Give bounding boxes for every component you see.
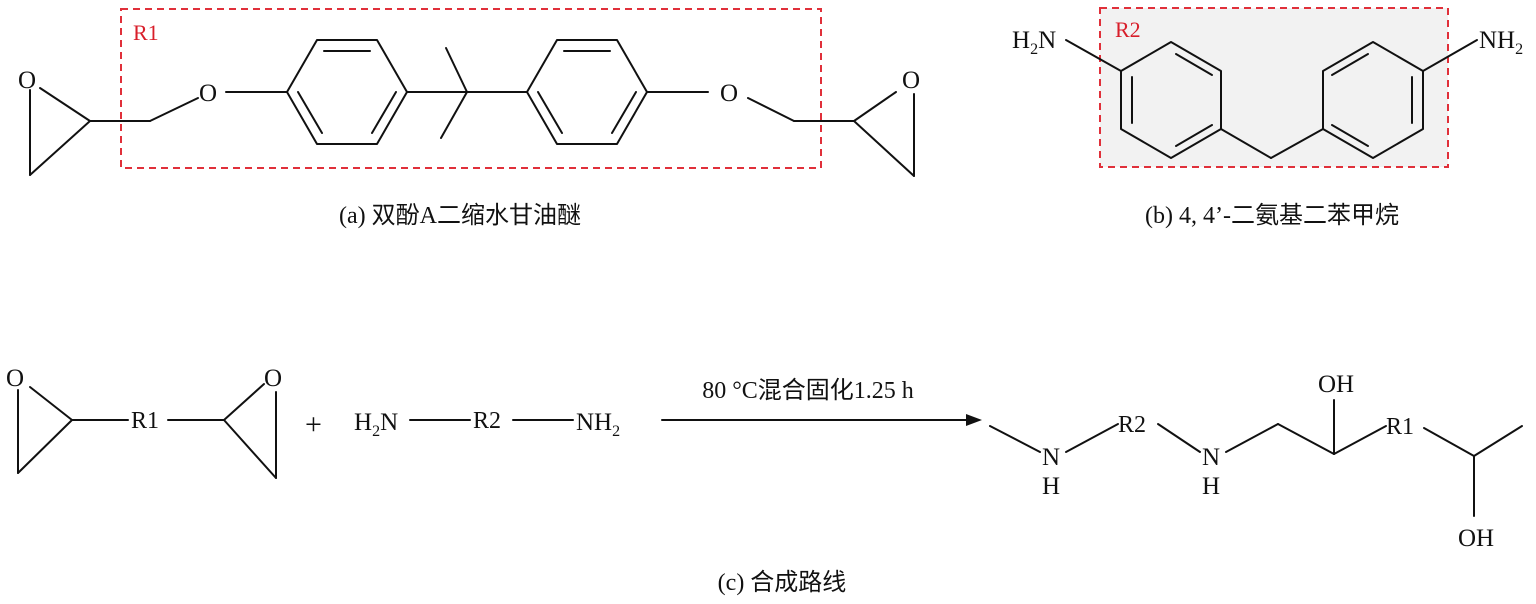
plus-sign: +	[305, 408, 322, 441]
reagent-r1-label: R1	[131, 408, 159, 434]
product-n1: N	[1042, 444, 1060, 471]
product-r2-label: R2	[1118, 412, 1146, 438]
reagent-o-left: O	[6, 365, 24, 392]
reagent-nh2-label: NH2	[576, 409, 620, 440]
amine-right-label: NH2	[1479, 27, 1523, 58]
product-r1-label: R1	[1386, 414, 1414, 440]
r2-region-label: R2	[1115, 17, 1141, 42]
atom-o-ring-left: O	[18, 67, 36, 94]
reaction-arrow: 80 °C混合固化1.25 h	[661, 377, 982, 426]
product-oh-top: OH	[1318, 371, 1354, 398]
reagent-diamine: H2N R2 NH2	[354, 408, 620, 440]
arrow-condition-text: 80 °C混合固化1.25 h	[702, 377, 914, 404]
r1-region-label: R1	[133, 20, 159, 45]
product-h1: H	[1042, 473, 1060, 500]
reagent-r2-label: R2	[473, 408, 501, 434]
product-h2: H	[1202, 473, 1220, 500]
product-oh-bottom: OH	[1458, 525, 1494, 552]
r2-shaded-region	[1100, 8, 1448, 167]
caption-panel-c: (c) 合成路线	[718, 569, 847, 596]
r2-highlight-box	[1099, 7, 1449, 168]
atom-o-ring-right: O	[902, 67, 920, 94]
caption-panel-a: (a) 双酚A二缩水甘油醚	[339, 202, 581, 229]
caption-panel-b: (b) 4, 4’-二氨基二苯甲烷	[1145, 202, 1399, 229]
product-structure: N H R2 N H OH R1 OH	[989, 371, 1523, 552]
atom-o-ether-left: O	[199, 80, 217, 107]
r1-highlight-box	[120, 8, 822, 169]
panel-a-structure: R1 O O O O	[18, 8, 920, 177]
product-n2: N	[1202, 444, 1220, 471]
reagent-o-right: O	[264, 365, 282, 392]
arrow-head	[966, 414, 982, 426]
reagent-h2n-label: H2N	[354, 409, 398, 440]
reagent-diepoxide: O R1 O	[6, 365, 282, 479]
amine-left-label: H2N	[1012, 27, 1056, 58]
atom-o-ether-right: O	[720, 80, 738, 107]
panel-b-structure: R2 H2N NH2	[1012, 7, 1523, 168]
